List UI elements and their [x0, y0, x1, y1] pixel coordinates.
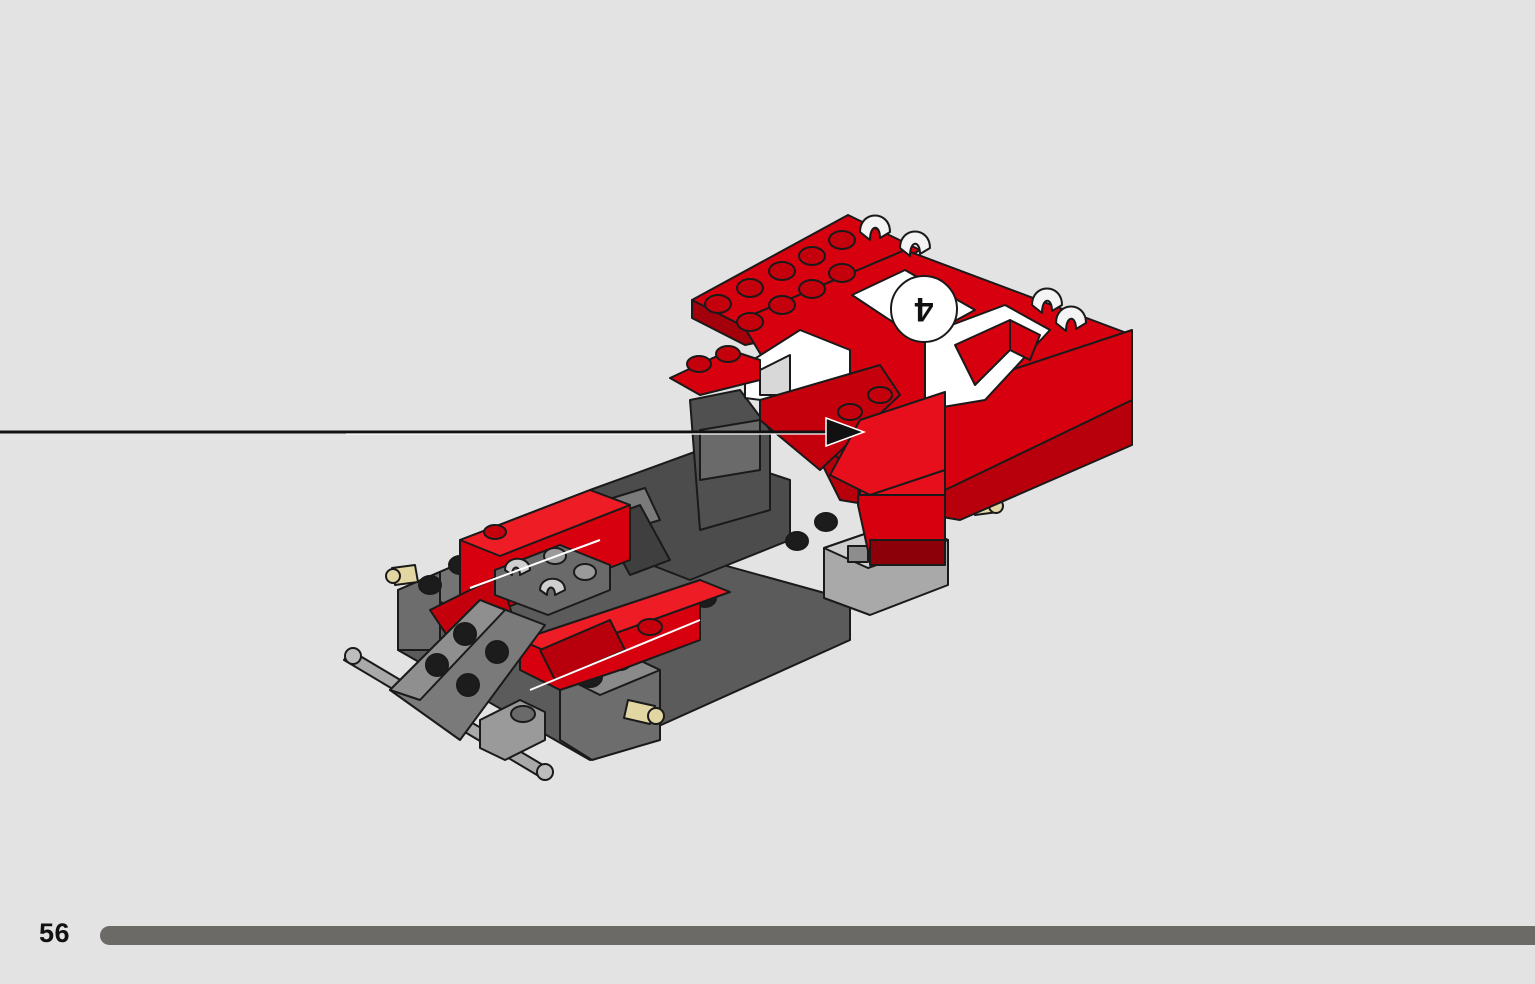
trim-lines: [469, 539, 701, 691]
red-studs: [483, 230, 893, 636]
white-clips: [859, 214, 1087, 332]
arrow-right-icon: [0, 416, 867, 448]
front-wedge-plate: [389, 599, 546, 741]
front-hinge: [479, 699, 546, 761]
page-number: 56: [39, 918, 71, 948]
page-progress-bar: [100, 926, 1535, 945]
sticker-number: 4: [914, 290, 933, 328]
